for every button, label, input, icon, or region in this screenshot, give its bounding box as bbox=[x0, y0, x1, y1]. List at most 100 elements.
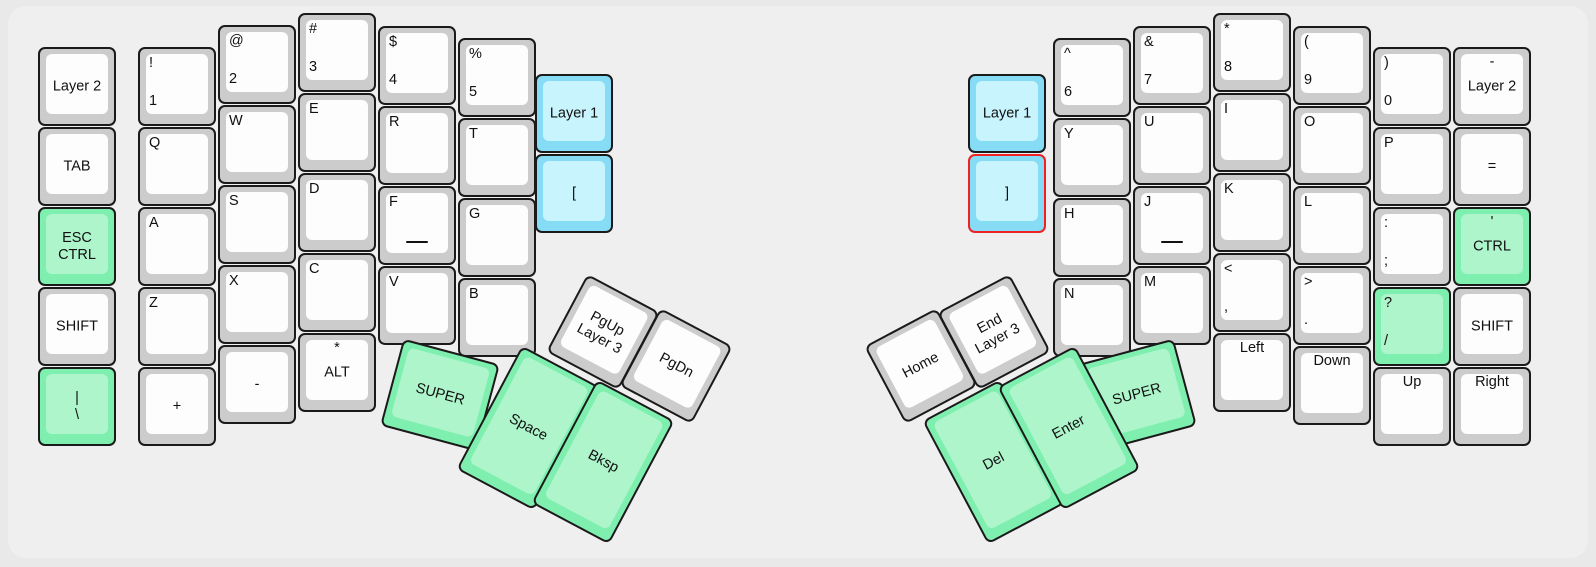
key-3[interactable]: #3 bbox=[298, 13, 376, 92]
key-legend: 7 bbox=[1144, 71, 1153, 88]
key-legend: TAB bbox=[63, 157, 91, 174]
key-l[interactable]: L bbox=[1293, 186, 1371, 265]
key-legend: F bbox=[389, 194, 398, 210]
key-h[interactable]: H bbox=[1053, 198, 1131, 277]
key-legend: 6 bbox=[1064, 83, 1073, 100]
key-q[interactable]: Q bbox=[138, 127, 216, 206]
key-up-arrow[interactable]: Up bbox=[1373, 367, 1451, 446]
key-x[interactable]: X bbox=[218, 265, 296, 344]
key-d[interactable]: D bbox=[298, 173, 376, 252]
key-1[interactable]: !1 bbox=[138, 47, 216, 126]
keycap-surface bbox=[226, 192, 288, 252]
key-legend: & bbox=[1144, 34, 1154, 50]
key-t[interactable]: T bbox=[458, 118, 536, 197]
homing-bar-indicator bbox=[406, 240, 428, 243]
key-9[interactable]: (9 bbox=[1293, 26, 1371, 105]
key-esc-ctrl[interactable]: ESC CTRL bbox=[38, 207, 116, 286]
key-f[interactable]: F bbox=[378, 186, 456, 265]
key-s[interactable]: S bbox=[218, 185, 296, 264]
key-legend: - bbox=[1489, 54, 1495, 70]
key-shift-right[interactable]: SHIFT bbox=[1453, 287, 1531, 366]
keycap-surface bbox=[1381, 54, 1443, 114]
key-legend: B bbox=[469, 286, 479, 302]
key-right-arrow[interactable]: Right bbox=[1453, 367, 1531, 446]
key-legend: ESC CTRL bbox=[58, 229, 96, 263]
key-layer2-minus[interactable]: -Layer 2 bbox=[1453, 47, 1531, 126]
key-legend: T bbox=[469, 126, 478, 142]
key-c[interactable]: C bbox=[298, 253, 376, 332]
key-slash[interactable]: ?/ bbox=[1373, 287, 1451, 366]
keycap-surface bbox=[386, 113, 448, 173]
key-n[interactable]: N bbox=[1053, 278, 1131, 357]
key-bracket-left[interactable]: [ bbox=[535, 154, 613, 233]
key-j[interactable]: J bbox=[1133, 186, 1211, 265]
key-m[interactable]: M bbox=[1133, 266, 1211, 345]
key-o[interactable]: O bbox=[1293, 106, 1371, 185]
key-plus[interactable]: + bbox=[138, 367, 216, 446]
key-legend: Up bbox=[1402, 374, 1422, 390]
keycap-surface bbox=[46, 374, 108, 434]
key-2[interactable]: @2 bbox=[218, 25, 296, 104]
key-legend: 2 bbox=[229, 70, 238, 87]
key-bracket-right[interactable]: ] bbox=[968, 154, 1046, 233]
key-alt[interactable]: *ALT bbox=[298, 333, 376, 412]
key-b[interactable]: B bbox=[458, 278, 536, 357]
keycap-surface bbox=[1301, 33, 1363, 93]
key-layer1-right[interactable]: Layer 1 bbox=[968, 74, 1046, 153]
key-legend: ! bbox=[149, 55, 154, 71]
key-v[interactable]: V bbox=[378, 266, 456, 345]
keycap-surface bbox=[46, 294, 108, 354]
key-u[interactable]: U bbox=[1133, 106, 1211, 185]
keycap-surface bbox=[1381, 374, 1443, 434]
keycap-surface bbox=[46, 54, 108, 114]
key-tab[interactable]: TAB bbox=[38, 127, 116, 206]
key-comma[interactable]: <, bbox=[1213, 253, 1291, 332]
key-legend: CTRL bbox=[1473, 237, 1511, 254]
key-w[interactable]: W bbox=[218, 105, 296, 184]
key-e[interactable]: E bbox=[298, 93, 376, 172]
key-p[interactable]: P bbox=[1373, 127, 1451, 206]
key-6[interactable]: ^6 bbox=[1053, 38, 1131, 117]
key-pipe-backslash[interactable]: | \ bbox=[38, 367, 116, 446]
key-layer2-grave[interactable]: Layer 2 bbox=[38, 47, 116, 126]
key-g[interactable]: G bbox=[458, 198, 536, 277]
keycap-surface bbox=[1301, 193, 1363, 253]
key-legend: V bbox=[389, 274, 399, 290]
key-a[interactable]: A bbox=[138, 207, 216, 286]
key-k[interactable]: K bbox=[1213, 173, 1291, 252]
key-legend: U bbox=[1144, 114, 1155, 130]
key-8[interactable]: *8 bbox=[1213, 13, 1291, 92]
keycap-surface bbox=[146, 214, 208, 274]
key-semicolon[interactable]: :; bbox=[1373, 207, 1451, 286]
key-i[interactable]: I bbox=[1213, 93, 1291, 172]
key-legend: N bbox=[1064, 286, 1075, 302]
key-z[interactable]: Z bbox=[138, 287, 216, 366]
key-period[interactable]: >. bbox=[1293, 266, 1371, 345]
key-4[interactable]: $4 bbox=[378, 26, 456, 105]
key-left-arrow[interactable]: Left bbox=[1213, 333, 1291, 412]
key-down-arrow[interactable]: Down bbox=[1293, 346, 1371, 425]
key-legend: L bbox=[1304, 194, 1313, 210]
key-legend: 1 bbox=[149, 92, 158, 109]
key-legend: SHIFT bbox=[56, 317, 98, 334]
key-7[interactable]: &7 bbox=[1133, 26, 1211, 105]
key-equals[interactable]: = bbox=[1453, 127, 1531, 206]
key-legend: D bbox=[309, 181, 320, 197]
keycap-surface bbox=[146, 134, 208, 194]
key-5[interactable]: %5 bbox=[458, 38, 536, 117]
key-0[interactable]: )0 bbox=[1373, 47, 1451, 126]
keycap-surface bbox=[1061, 285, 1123, 345]
key-shift-left[interactable]: SHIFT bbox=[38, 287, 116, 366]
key-y[interactable]: Y bbox=[1053, 118, 1131, 197]
key-quote-ctrl[interactable]: 'CTRL bbox=[1453, 207, 1531, 286]
key-layer1-left[interactable]: Layer 1 bbox=[535, 74, 613, 153]
key-legend: X bbox=[229, 273, 239, 289]
keycap-surface bbox=[1461, 374, 1523, 434]
key-minus[interactable]: - bbox=[218, 345, 296, 424]
keycap-surface bbox=[466, 285, 528, 345]
key-legend: Z bbox=[149, 295, 158, 311]
key-legend: = bbox=[1487, 157, 1497, 174]
keycap-surface bbox=[466, 125, 528, 185]
key-r[interactable]: R bbox=[378, 106, 456, 185]
